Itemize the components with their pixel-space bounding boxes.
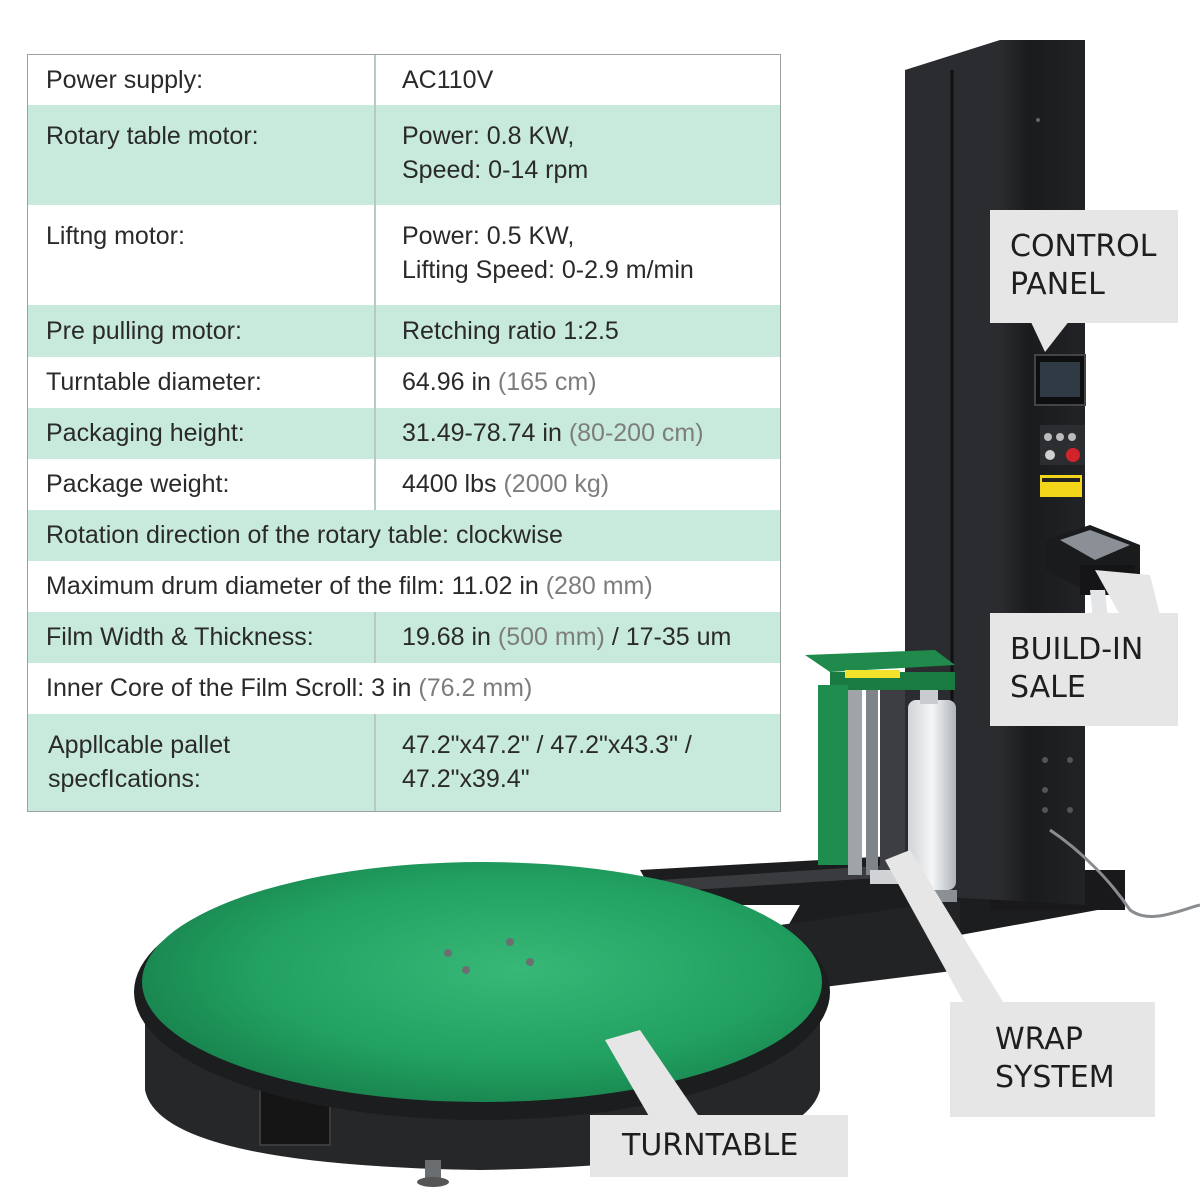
spec-value: 47.2"x47.2" / 47.2"x43.3" / (402, 731, 692, 759)
imperial-value: 4400 lbs (402, 470, 497, 498)
spec-label: Power supply: (46, 66, 204, 94)
spec-value: Retching ratio 1:2.5 (402, 317, 619, 345)
metric-value: (165 cm) (497, 368, 597, 396)
spec-value: 31.49-78.74 in (80-200 cm) (402, 416, 704, 450)
spec-row-lifting-motor: Liftng motor: Power: 0.5 KW, Lifting Spe… (28, 205, 780, 305)
spec-label: Maximum drum diameter of the film: (46, 572, 445, 600)
spec-label: Turntable diameter: (46, 368, 262, 396)
spec-label: Inner Core of the Film Scroll: (46, 674, 365, 702)
spec-label: Package weight: (46, 470, 230, 498)
spec-table: Power supply: AC110V Rotary table motor:… (27, 54, 781, 812)
spec-row-pre-pulling: Pre pulling motor: Retching ratio 1:2.5 (28, 305, 780, 357)
spec-value: Power: 0.8 KW, (402, 122, 575, 150)
callout-turntable: TURNTABLE (590, 1115, 848, 1177)
column-divider (374, 459, 376, 510)
column-divider (374, 205, 376, 305)
spec-label: Film Width & Thickness: (46, 623, 314, 651)
spec-value: Power: 0.5 KW, (402, 222, 575, 250)
callout-build-in-sale: BUILD-IN SALE (990, 613, 1178, 726)
spec-value: Speed: 0-14 rpm (402, 156, 589, 184)
spec-row-inner-core: Inner Core of the Film Scroll: 3 in (76.… (28, 663, 780, 714)
metric-value: (2000 kg) (503, 470, 610, 498)
callout-pointers (605, 320, 1160, 1118)
callout-text: SALE (1010, 670, 1086, 705)
spec-label: Appllcable pallet (48, 731, 231, 759)
callout-text: BUILD-IN (1010, 632, 1144, 667)
callout-control-panel: CONTROL PANEL (990, 210, 1178, 323)
spec-row-rotation-direction: Rotation direction of the rotary table: … (28, 510, 780, 561)
spec-row-drum-diameter: Maximum drum diameter of the film: 11.02… (28, 561, 780, 612)
imperial-value: 64.96 in (402, 368, 491, 396)
column-divider (374, 714, 376, 811)
column-divider (374, 55, 376, 105)
spec-value: 4400 lbs (2000 kg) (402, 467, 609, 501)
spec-row-rotary-motor: Rotary table motor: Power: 0.8 KW, Speed… (28, 105, 780, 205)
metric-value: (76.2 mm) (418, 674, 533, 702)
metric-value: (500 mm) (497, 623, 605, 651)
callout-text: SYSTEM (995, 1060, 1115, 1095)
spec-value: 64.96 in (165 cm) (402, 365, 597, 399)
power-cable (1049, 828, 1200, 918)
spec-row-film-width: Film Width & Thickness: 19.68 in (500 mm… (28, 612, 780, 663)
column-divider (374, 612, 376, 663)
spec-row-turntable-diameter: Turntable diameter: 64.96 in (165 cm) (28, 357, 780, 408)
spec-full-line: Inner Core of the Film Scroll: 3 in (76.… (46, 671, 532, 705)
spec-value: clockwise (455, 521, 563, 549)
spec-row-pallet-specs: Appllcable pallet specfIcations: 47.2"x4… (28, 714, 780, 811)
spec-label: Pre pulling motor: (46, 317, 242, 345)
column-divider (374, 408, 376, 459)
spec-row-package-weight: Package weight: 4400 lbs (2000 kg) (28, 459, 780, 510)
column-divider (374, 105, 376, 205)
spec-label: Packaging height: (46, 419, 245, 447)
imperial-value: 3 in (371, 674, 412, 702)
column-divider (374, 305, 376, 357)
callout-wrap-system: WRAP SYSTEM (950, 1002, 1155, 1117)
thickness-value: / 17-35 um (611, 623, 732, 651)
spec-row-power-supply: Power supply: AC110V (28, 55, 780, 105)
metric-value: (80-200 cm) (568, 419, 704, 447)
spec-label: specfIcations: (48, 765, 201, 793)
spec-label: Rotary table motor: (46, 122, 259, 150)
callout-text: TURNTABLE (622, 1128, 799, 1163)
callout-text: WRAP (995, 1022, 1083, 1057)
spec-value: Lifting Speed: 0-2.9 m/min (402, 256, 694, 284)
callout-text: CONTROL (1010, 229, 1157, 264)
imperial-value: 11.02 in (451, 572, 539, 600)
control-screen (1034, 354, 1086, 497)
imperial-value: 19.68 in (402, 623, 491, 651)
callout-text: PANEL (1010, 267, 1105, 302)
spec-value: 47.2"x39.4" (402, 765, 530, 793)
spec-full-line: Maximum drum diameter of the film: 11.02… (46, 569, 653, 603)
spec-label: Rotation direction of the rotary table: (46, 521, 450, 549)
column-divider (374, 357, 376, 408)
metric-value: (280 mm) (545, 572, 653, 600)
spec-label: Liftng motor: (46, 222, 185, 250)
spec-value: AC110V (402, 66, 494, 94)
film-carriage (805, 650, 957, 902)
spec-full-line: Rotation direction of the rotary table: … (46, 518, 563, 552)
spec-row-packaging-height: Packaging height: 31.49-78.74 in (80-200… (28, 408, 780, 459)
spec-value: 19.68 in (500 mm) / 17-35 um (402, 620, 731, 654)
imperial-value: 31.49-78.74 in (402, 419, 562, 447)
